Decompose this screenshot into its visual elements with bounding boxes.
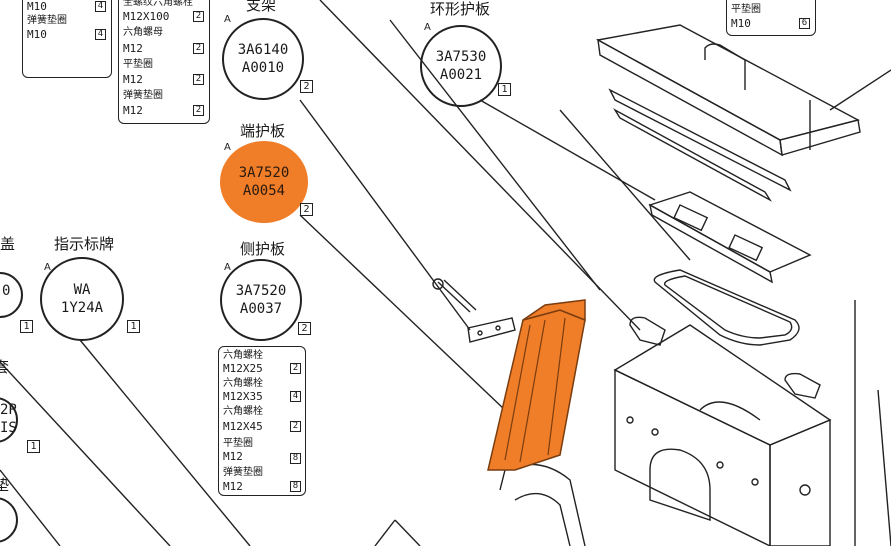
quantity-box: 1 xyxy=(127,320,140,333)
partial-circle-cover xyxy=(0,272,23,318)
part-number-line1: 3A7530 xyxy=(435,49,487,65)
fastener-qty: 2 xyxy=(290,363,301,374)
part-number-circle-indicator-plate: WA 1Y24A xyxy=(40,257,124,341)
fastener-spec: M12 xyxy=(223,450,243,463)
part-number-line2: A0037 xyxy=(239,301,283,317)
fastener-list-top-mid: 全螺纹六角螺栓 M12X100 2 六角螺母 M12 2 平垫圈 M12 2 弹… xyxy=(118,0,210,124)
fastener-name: 六角螺栓 xyxy=(223,378,263,389)
fastener-name: 六角螺栓 xyxy=(223,350,263,361)
leader-line-left-1 xyxy=(0,361,171,546)
leader-line-ring-guard xyxy=(479,99,656,201)
revision-letter: A xyxy=(224,142,231,153)
leader-line-left-2 xyxy=(79,339,251,546)
fastener-qty: 4 xyxy=(290,391,301,402)
label-cover-partial: 盖 xyxy=(0,235,16,253)
fastener-name: 六角螺母 xyxy=(123,27,163,38)
fastener-name: 平垫圈 xyxy=(731,4,761,15)
part-number-line2: A0021 xyxy=(439,67,483,83)
fastener-name: 弹簧垫圈 xyxy=(123,90,163,101)
label-ring-guard: 环形护板 xyxy=(430,0,491,18)
fastener-spec: M12 xyxy=(123,73,143,86)
bottom-flange-drawing xyxy=(374,463,586,546)
fastener-list-top-left: M10 4 弹簧垫圈 M10 4 xyxy=(22,0,112,78)
frame-plate-drawing xyxy=(648,191,812,284)
leader-line-side-guard xyxy=(299,99,471,331)
fastener-name: 弹簧垫圈 xyxy=(27,15,67,26)
fastener-qty: 4 xyxy=(95,1,106,12)
housing-drawing xyxy=(613,324,832,546)
part-number-line1: WA xyxy=(73,282,91,298)
quantity-box: 1 xyxy=(27,440,40,453)
fastener-spec: M10 xyxy=(731,17,751,30)
partial-part-number: IS xyxy=(0,420,17,436)
revision-letter: A xyxy=(224,14,231,25)
label-end-guard: 端护板 xyxy=(240,122,286,140)
quantity-box: 1 xyxy=(498,83,511,96)
fastener-name: 全螺纹六角螺栓 xyxy=(123,0,193,8)
partial-part-number: 0 xyxy=(2,283,11,299)
label-side-guard: 侧护板 xyxy=(240,240,286,258)
part-number-circle-end-guard[interactable]: 3A7520 A0054 xyxy=(220,141,308,223)
part-number-line1: 3A7520 xyxy=(238,165,290,181)
fastener-name: 平垫圈 xyxy=(223,438,253,449)
part-number-circle-bracket: 3A6140 A0010 xyxy=(222,18,304,100)
part-number-circle-side-guard: 3A7520 A0037 xyxy=(220,259,302,341)
label-seat-partial: 垫 xyxy=(0,476,10,494)
revision-letter: A xyxy=(44,262,51,273)
fastener-list-top-right: 平垫圈 M10 6 xyxy=(726,0,816,36)
fastener-spec: M12X25 xyxy=(223,362,263,375)
top-cover-drawing xyxy=(595,24,861,202)
fastener-list-side-guard: 六角螺栓 M12X25 2 六角螺栓 M12X35 4 六角螺栓 M12X45 … xyxy=(218,346,306,496)
leader-line-top-right xyxy=(829,69,891,111)
fastener-spec: M12 xyxy=(123,104,143,117)
revision-letter: A xyxy=(424,22,431,33)
leader-line-left-3 xyxy=(0,469,61,546)
part-number-line2: 1Y24A xyxy=(60,300,104,316)
fastener-qty: 8 xyxy=(290,453,301,464)
fastener-qty: 4 xyxy=(95,29,106,40)
fastener-qty: 2 xyxy=(193,74,204,85)
leader-line-end-guard xyxy=(299,214,506,411)
fastener-spec: M10 xyxy=(27,28,47,41)
fastener-spec: M12X100 xyxy=(123,10,170,23)
fastener-spec: M12 xyxy=(123,42,143,55)
revision-letter: A xyxy=(224,262,231,273)
quantity-box: 2 xyxy=(298,322,311,335)
highlighted-side-guard-part xyxy=(487,299,586,471)
quantity-box: 2 xyxy=(300,80,313,93)
fastener-qty: 6 xyxy=(799,18,810,29)
fastener-qty: 2 xyxy=(193,11,204,22)
label-bracket: 支架 xyxy=(246,0,277,14)
part-number-line1: 3A7520 xyxy=(235,283,287,299)
small-bracket-drawing xyxy=(629,316,821,399)
label-sleeve-partial: 套 xyxy=(0,358,10,376)
fastener-spec: M10 xyxy=(27,0,47,13)
fastener-name: 六角螺栓 xyxy=(223,406,263,417)
ring-guard-drawing xyxy=(653,269,800,346)
fastener-qty: 2 xyxy=(193,43,204,54)
part-number-line1: 3A6140 xyxy=(237,42,289,58)
partial-circle-seat xyxy=(0,497,18,543)
fastener-name: 平垫圈 xyxy=(123,59,153,70)
label-indicator-plate: 指示标牌 xyxy=(54,235,115,253)
leader-line-bracket xyxy=(319,0,641,331)
quantity-box: 2 xyxy=(300,203,313,216)
partial-circle-sleeve xyxy=(0,397,18,443)
leader-line-ring xyxy=(559,109,691,261)
fastener-qty: 2 xyxy=(193,105,204,116)
fastener-qty: 2 xyxy=(290,421,301,432)
fastener-name: 弹簧垫圈 xyxy=(223,467,263,478)
part-number-circle-ring-guard: 3A7530 A0021 xyxy=(420,25,502,107)
part-number-line2: A0010 xyxy=(241,60,285,76)
fastener-spec: M12 xyxy=(223,480,243,493)
fastener-spec: M12X45 xyxy=(223,420,263,433)
part-number-line2: A0054 xyxy=(242,183,286,199)
quantity-box: 1 xyxy=(20,320,33,333)
fastener-spec: M12X35 xyxy=(223,390,263,403)
bolt-drawing xyxy=(432,278,516,343)
fastener-qty: 8 xyxy=(290,481,301,492)
partial-part-number: 2P xyxy=(0,402,17,418)
